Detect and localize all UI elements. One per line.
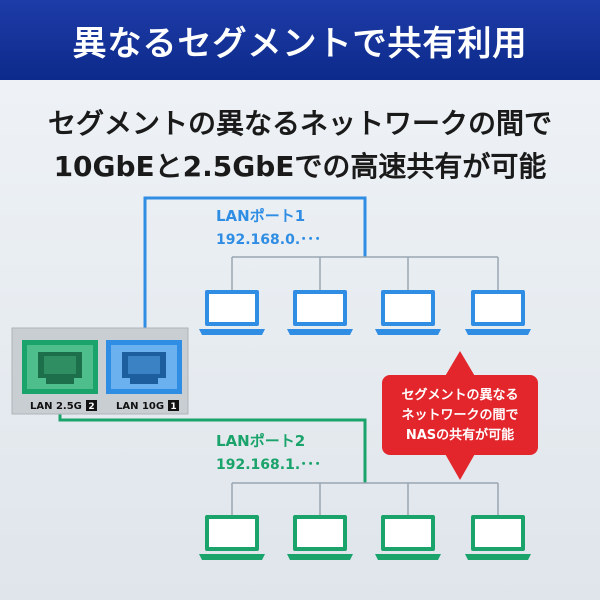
lan-10g-label: LAN 10G <box>116 401 164 412</box>
port1-name: LANポート1 <box>216 207 305 225</box>
banner-title: 異なるセグメントで共有利用 <box>72 23 528 64</box>
callout-line-1: セグメントの異なる <box>401 387 518 403</box>
lan-10g-port-icon <box>106 340 182 394</box>
port1-ip: 192.168.0.･･･ <box>216 232 321 248</box>
lan-2-5g-number: 2 <box>88 402 94 412</box>
laptop-icon <box>375 515 441 560</box>
lan-2-5g-port-icon <box>22 340 98 394</box>
green-laptops <box>199 515 531 560</box>
blue-branch-lines <box>231 256 499 290</box>
laptop-icon <box>287 515 353 560</box>
port2-ip: 192.168.1.･･･ <box>216 457 321 473</box>
callout-box: セグメントの異なる ネットワークの間で NASの共有が可能 <box>382 351 538 480</box>
laptop-icon <box>287 290 353 335</box>
laptop-icon <box>375 290 441 335</box>
nas-port-panel: LAN 2.5G 2 LAN 10G 1 <box>11 327 189 415</box>
green-branch-lines <box>231 482 499 515</box>
laptop-icon <box>465 515 531 560</box>
lan-2-5g-label: LAN 2.5G <box>30 401 82 412</box>
arrow-down-icon <box>444 452 476 480</box>
callout-line-2: ネットワークの間で <box>401 408 518 423</box>
callout-line-3: NASの共有が可能 <box>406 427 514 443</box>
laptop-icon <box>199 515 265 560</box>
port2-name: LANポート2 <box>216 432 305 450</box>
laptop-icon <box>199 290 265 335</box>
blue-laptops <box>199 290 531 335</box>
arrow-up-icon <box>444 351 476 378</box>
laptop-icon <box>465 290 531 335</box>
lan-10g-number: 1 <box>170 402 176 412</box>
headline-line-2: 10GbEと2.5GbEでの高速共有が可能 <box>53 150 547 183</box>
headline-line-1: セグメントの異なるネットワークの間で <box>47 107 552 140</box>
banner: 異なるセグメントで共有利用 <box>0 0 600 80</box>
blue-network-lines <box>143 196 367 340</box>
